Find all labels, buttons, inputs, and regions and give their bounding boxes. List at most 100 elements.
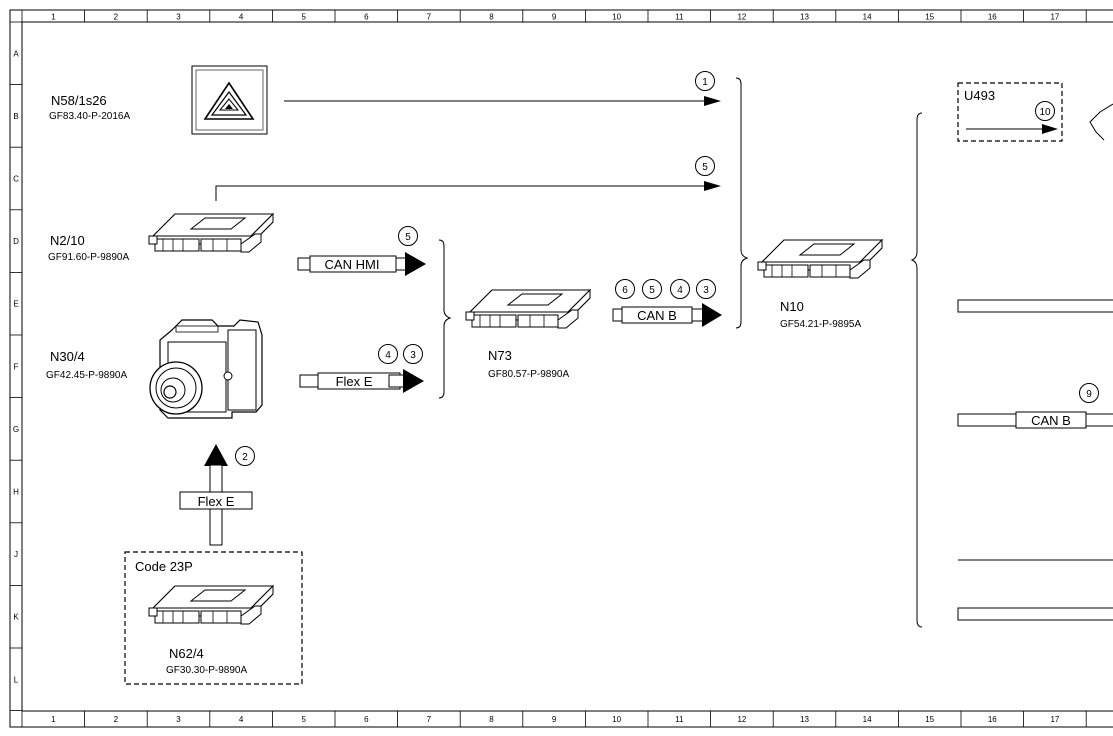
grid-col-label: 17 [1050,13,1059,22]
grid-col-label: 14 [863,715,872,724]
grid-col-label: 14 [863,13,872,22]
marker-5-top: 5 [702,162,708,173]
bus-stub [209,508,223,546]
n62-ref: GF30.30-P-9890A [166,665,247,676]
marker-circle [696,279,716,299]
grid-row-label: D [13,237,19,246]
grid-col-label: 2 [114,13,119,22]
bus-label-can-hmi: CAN HMI [325,257,380,272]
grid-col-label: 15 [925,13,934,22]
grid-col-label: 12 [737,13,746,22]
grid-col-label: 15 [925,715,934,724]
marker-1: 1 [702,77,708,88]
marker-circle [642,279,662,299]
n10-module [757,239,883,279]
grid-col-label: 9 [552,715,557,724]
grid-row-label: B [13,112,18,121]
code-23p-label: Code 23P [135,559,193,574]
bus-label-flex-e-right: Flex E [336,374,373,389]
bus-stub [388,374,406,388]
grid-col-label: 7 [427,715,432,724]
arrow-n58 [704,96,721,106]
arrow-n2-n10 [704,181,721,191]
n58-ref: GF83.40-P-2016A [49,111,130,122]
grid-col-label: 17 [1050,715,1059,724]
grid-col-label: 13 [800,13,809,22]
marker-5-can-hmi: 5 [405,232,411,243]
grid-row-label: C [13,175,19,184]
marker-circle [235,446,255,466]
n73-ref: GF80.57-P-9890A [488,369,569,380]
bracket-right [910,112,923,628]
n10-ref: GF54.21-P-9895A [780,319,861,330]
arrow-flex-e-right [403,369,424,393]
n62-name: N62/4 [169,646,204,661]
grid-row-label: A [13,49,19,58]
grid-col-label: 6 [364,715,369,724]
bus-bar-right [1085,413,1113,427]
n73-name: N73 [488,348,512,363]
grid-col-label: 8 [489,13,494,22]
grid-col-label: 9 [552,13,557,22]
marker-3-flex: 3 [410,350,416,361]
grid-col-label: 5 [301,715,306,724]
grid-col-label: 11 [675,715,684,724]
bus-stub [395,257,407,271]
grid-col-label: 6 [364,13,369,22]
marker-circle [695,156,715,176]
partial-component-edge [1089,103,1113,141]
bracket-n10 [735,77,749,329]
marker-2: 2 [242,452,248,463]
bus-bar-right [957,299,1113,313]
marker-circle [615,279,635,299]
n30-name: N30/4 [50,349,85,364]
n73-module [465,289,591,329]
frame-inner [21,21,1113,712]
n30-esp-unit [149,319,263,419]
marker-circle [695,71,715,91]
grid-row-label: L [14,675,19,684]
grid-row-label: K [13,613,19,622]
marker-9: 9 [1086,389,1092,400]
grid-col-label: 3 [176,13,181,22]
bracket-n73 [438,239,452,399]
marker-circle [403,344,423,364]
marker-circle [670,279,690,299]
marker-circle [1035,101,1055,121]
grid-ruler: 1122334455667788991010111112121313141415… [10,10,1087,727]
grid-col-label: 12 [737,715,746,724]
bus-label-can-b-mid: CAN B [637,308,677,323]
grid-row-label: H [13,488,19,497]
grid-col-label: 2 [114,715,119,724]
grid-col-label: 3 [176,715,181,724]
arrow-can-b-mid [702,303,722,327]
grid-col-label: 10 [612,13,621,22]
n62-module [148,585,274,625]
line-n2-n10 [215,185,706,201]
marker-10: 10 [1039,107,1051,118]
bus-stub [209,464,223,494]
marker-6-can-b: 6 [622,285,628,296]
grid-col-label: 8 [489,715,494,724]
arrow-can-hmi [405,252,426,276]
bus-stub [299,374,319,388]
n2-name: N2/10 [50,233,85,248]
marker-4-can-b: 4 [677,285,683,296]
marker-4-flex: 4 [385,350,391,361]
n10-name: N10 [780,299,804,314]
n2-ref: GF91.60-P-9890A [48,252,129,263]
n2-module [148,213,274,253]
grid-col-label: 11 [675,13,684,22]
grid-col-label: 7 [427,13,432,22]
grid-col-label: 16 [988,715,997,724]
grid-row-label: F [14,362,19,371]
grid-col-label: 5 [301,13,306,22]
grid-row-label: E [13,300,18,309]
arrow-flex-e-up [204,444,228,466]
hazard-switch [191,65,268,135]
marker-5-can-b: 5 [649,285,655,296]
bus-label-can-b-right: CAN B [1031,413,1071,428]
arrow-u493 [1042,124,1058,134]
option-box-code-23p [124,551,303,685]
